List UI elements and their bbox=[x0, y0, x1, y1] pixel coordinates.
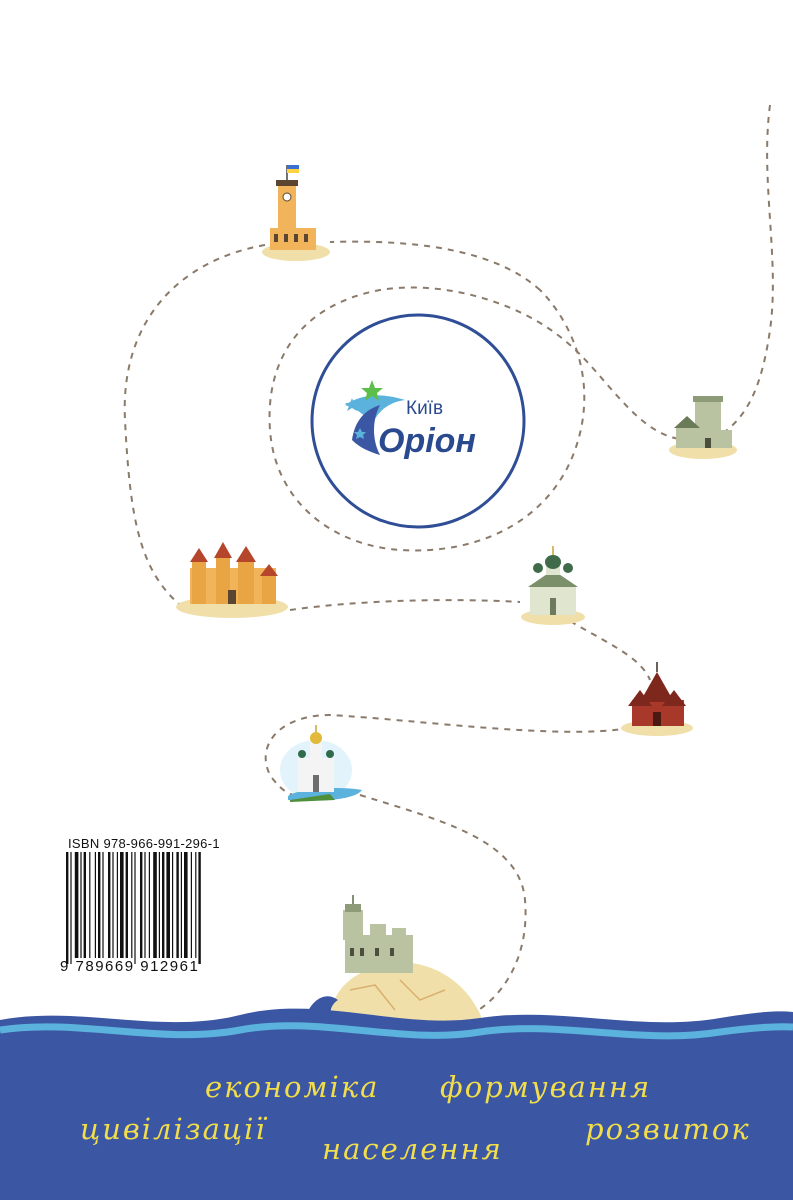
word-economy: економіка bbox=[205, 1070, 380, 1104]
barcode-bar bbox=[184, 852, 188, 958]
barcode-bar bbox=[70, 852, 72, 964]
dashed-route bbox=[123, 104, 774, 1016]
swallows-nest-castle-icon bbox=[302, 895, 482, 1028]
publisher-logo: Київ Оріон bbox=[310, 313, 526, 529]
fortress-tower-icon bbox=[669, 396, 737, 459]
barcode-bar bbox=[172, 852, 174, 958]
isbn-digits: 9 789669 912961 bbox=[60, 958, 200, 975]
barcode-bar bbox=[80, 852, 82, 958]
barcode-bar bbox=[125, 852, 128, 958]
barcode-bar bbox=[94, 852, 96, 958]
barcode-bar bbox=[176, 852, 179, 958]
word-formation: формування bbox=[440, 1070, 652, 1104]
church-icon bbox=[521, 546, 585, 625]
barcode-bar bbox=[89, 852, 91, 958]
barcode-bar bbox=[116, 852, 118, 958]
word-population: населення bbox=[322, 1132, 503, 1166]
barcode-bar bbox=[83, 852, 86, 958]
barcode-bar bbox=[120, 852, 124, 958]
town-hall-tower-icon bbox=[262, 165, 330, 261]
barcode-bar bbox=[112, 852, 114, 958]
barcode-bar bbox=[140, 852, 143, 958]
barcode-bar bbox=[162, 852, 165, 958]
barcode-bar bbox=[195, 852, 197, 958]
barcode-bar bbox=[98, 852, 101, 958]
word-civilization: цивілізації bbox=[80, 1112, 267, 1146]
barcode-bar bbox=[180, 852, 182, 958]
barcode-bar bbox=[190, 852, 192, 958]
barcode-bar bbox=[74, 852, 79, 958]
barcode-bar bbox=[166, 852, 170, 958]
word-development: розвиток bbox=[585, 1112, 751, 1146]
barcode-bar bbox=[158, 852, 160, 958]
monastery-icon bbox=[280, 725, 362, 802]
publisher-city: Київ bbox=[406, 398, 443, 419]
publisher-name: Оріон bbox=[378, 422, 476, 460]
sea-band bbox=[0, 1008, 793, 1200]
barcode-bar bbox=[198, 852, 201, 964]
wooden-church-icon bbox=[621, 662, 693, 736]
isbn-label: ISBN 978-966-991-296-1 bbox=[68, 836, 220, 851]
barcode-icon bbox=[66, 852, 201, 964]
barcode-bar bbox=[108, 852, 111, 958]
barcode-bar bbox=[148, 852, 150, 958]
barcode-bar bbox=[66, 852, 69, 964]
castle-icon bbox=[176, 542, 288, 618]
barcode-bar bbox=[153, 852, 157, 958]
barcode-bar bbox=[144, 852, 146, 958]
barcode-bar bbox=[134, 852, 136, 964]
star-logo-icon bbox=[345, 380, 405, 455]
barcode-bar bbox=[131, 852, 133, 958]
barcode-bar bbox=[102, 852, 104, 958]
